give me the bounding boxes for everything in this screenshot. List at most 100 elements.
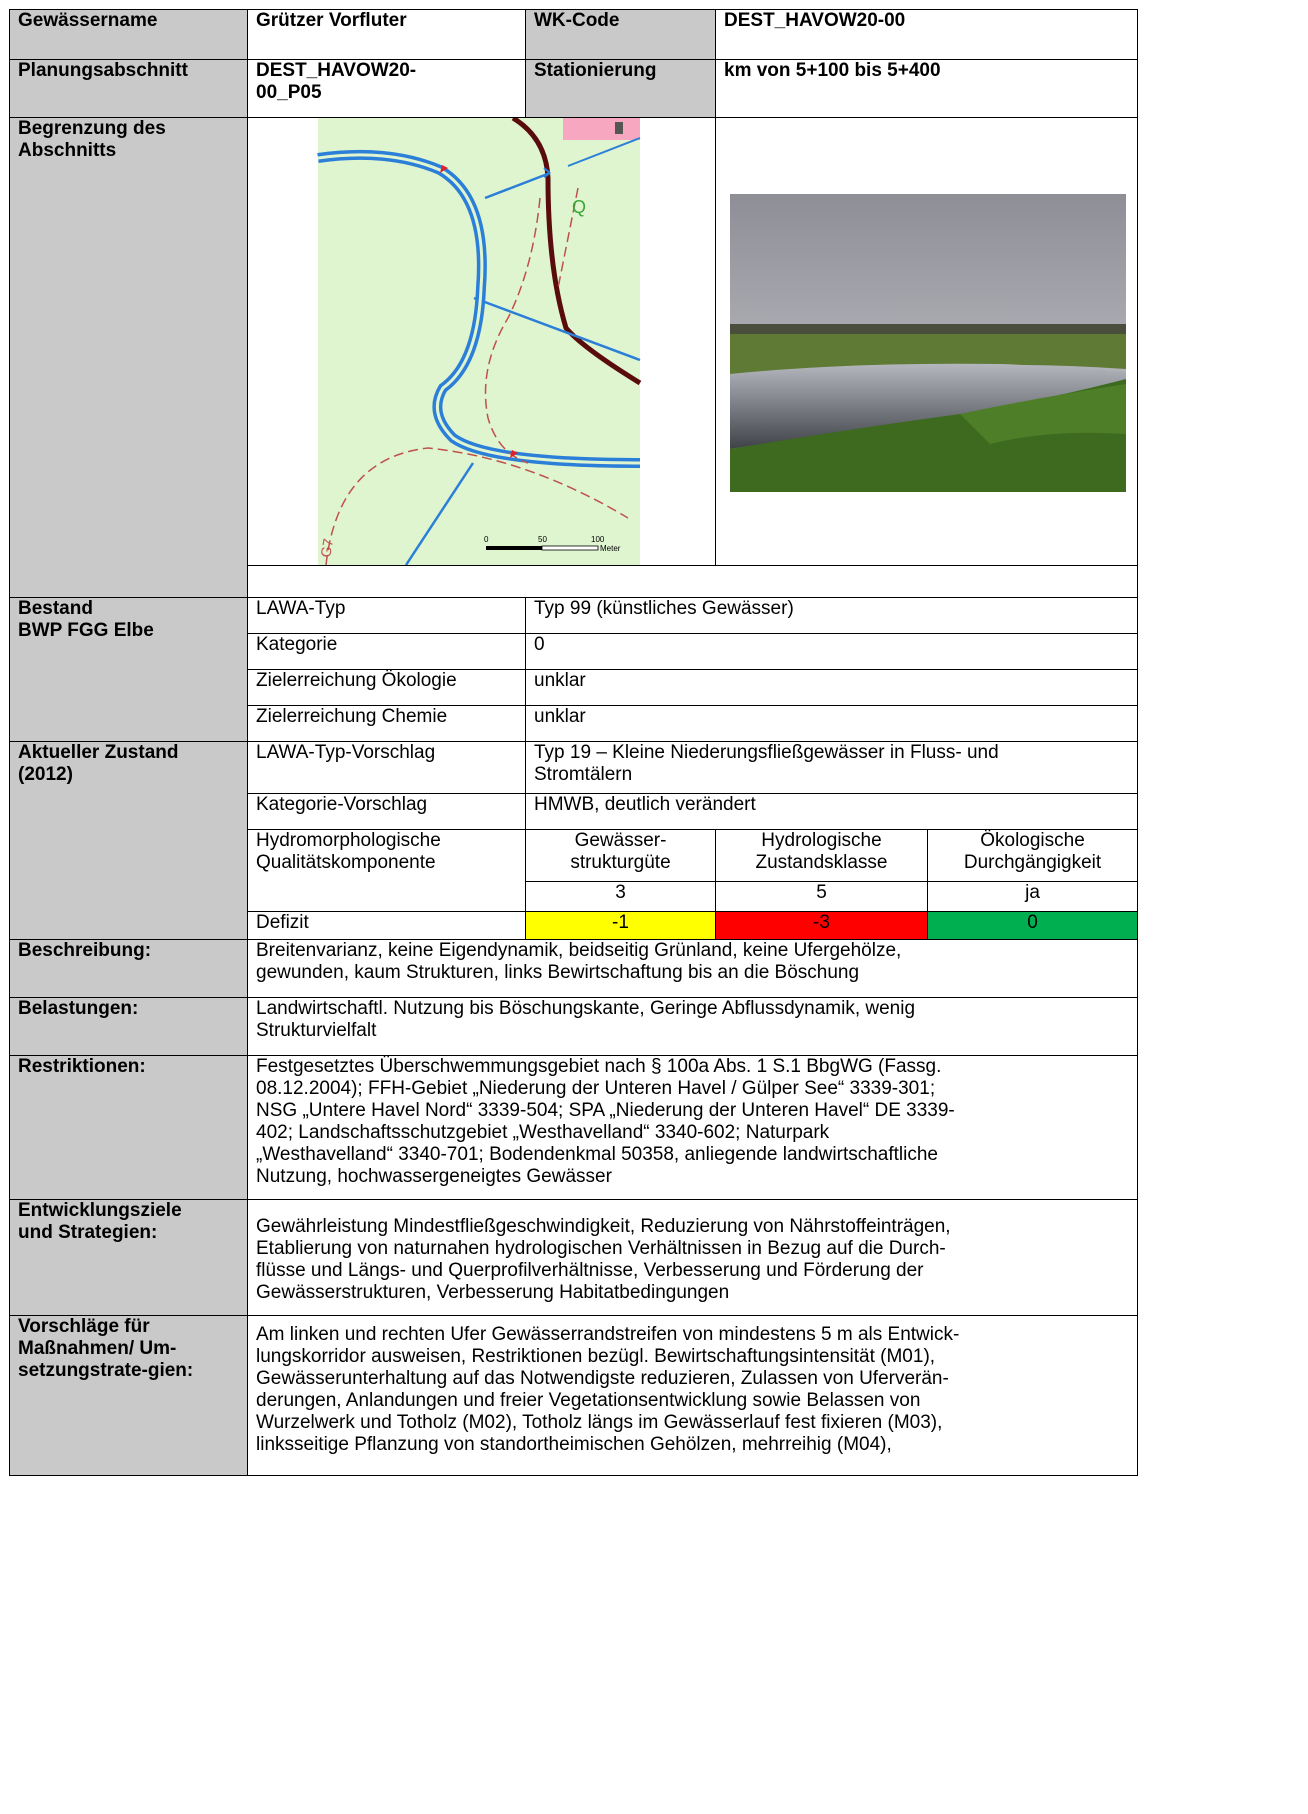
row-zustand-defizit: Defizit -1 -3 0 [10,911,1139,940]
hydro-value-hydrologie: 5 [715,881,928,912]
hydro-col-head-struktur-line-1: Gewässer- [574,830,667,851]
map-label-left: G7 [317,537,336,558]
scale-label-50: 50 [538,535,547,544]
map-marker-end-icon [510,450,518,458]
vorschlaege-label-line-1: Vorschläge für [18,1316,150,1337]
hydro-col-head-hydrologie-line-2: Zustandsklasse [755,852,888,873]
map-ditch-3 [473,296,641,362]
planungsabschnitt-line-1: DEST_HAVOW20- [256,60,417,81]
vorschlaege-label: Vorschläge für Maßnahmen/ Um- setzungstr… [9,1315,248,1476]
gewaessername-label: Gewässername [9,9,248,60]
gewaessername-value: Grützer Vorfluter [247,9,526,60]
photo-water [730,363,1126,449]
defizit-struktur: -1 [525,911,716,940]
belastungen-line-1: Landwirtschaftl. Nutzung bis Böschungska… [256,998,916,1019]
map-path-1 [484,197,541,464]
map-caption-cell [246,565,1139,598]
vorschlaege-line-1: Am linken und rechten Ufer Gewässerrands… [256,1324,960,1345]
bestand-label-line-1: Bestand [18,598,93,619]
stationierung-value: km von 5+100 bis 5+400 [714,59,1139,118]
restriktionen-line-5: „Westhavelland“ 3340-701; Bodendenkmal 5… [256,1144,938,1165]
planungsabschnitt-line-2: 00_P05 [256,82,322,103]
photo-grass-tufts [960,384,1126,444]
row-entwicklung: Entwicklungsziele und Strategien: Gewähr… [9,1199,1139,1316]
restriktionen-line-2: 08.12.2004); FFH-Gebiet „Niederung der U… [256,1078,936,1099]
vorschlaege-label-line-2: Maßnahmen/ Um- [18,1338,177,1359]
bestand-key-chemie: Zielerreichung Chemie [247,705,526,742]
assessment-sheet: Gewässername Grützer Vorfluter WK-Code D… [9,9,1139,1476]
map-cell: Q G7 0 50 100 Meter [247,117,716,566]
entwicklung-text: Gewährleistung Mindestfließgeschwindigke… [246,1199,1139,1316]
vorschlaege-line-3: Gewässerunterhaltung auf das Notwendigst… [256,1368,949,1389]
belastungen-label: Belastungen: [9,997,248,1056]
wk-code-label: WK-Code [525,9,716,60]
wk-code-value: DEST_HAVOW20-00 [714,9,1139,60]
row-zustand-hydro-values: 3 5 ja [10,881,1139,912]
map-background [318,118,640,565]
vorschlaege-text: Am linken und rechten Ufer Gewässerrands… [246,1315,1139,1476]
entwicklung-line-1: Gewährleistung Mindestfließgeschwindigke… [256,1216,951,1237]
scale-label-100: 100 [591,535,605,544]
beschreibung-line-2: gewunden, kaum Strukturen, links Bewirts… [256,962,860,983]
beschreibung-label: Beschreibung: [9,939,248,998]
restriktionen-text: Festgesetztes Überschwemmungsgebiet nach… [246,1055,1139,1200]
belastungen-line-2: Strukturvielfalt [256,1020,377,1041]
map-ditch-2 [567,137,641,167]
vorschlaege-line-2: lungskorridor ausweisen, Restriktionen b… [256,1346,936,1367]
hydro-col-head-durchgaengigkeit: Ökologische Durchgängigkeit [926,829,1139,882]
vorschlaege-line-5: Wurzelwerk und Totholz (M02), Totholz lä… [256,1412,943,1433]
row-zustand-hydro-head: Hydromorphologische Qualitätskomponente … [10,829,1139,912]
row-gewaessername: Gewässername Grützer Vorfluter WK-Code D… [9,9,1139,60]
bestand-key-lawa: LAWA-Typ [247,597,526,634]
zustand-value-lawa-line-2: Stromtälern [534,764,633,785]
map-marker-start-icon [440,165,448,173]
hydro-value-struktur: 3 [525,881,716,912]
map-path-2 [557,187,579,289]
vorschlaege-label-line-3: setzungstrate-gien: [18,1360,194,1381]
restriktionen-line-3: NSG „Untere Havel Nord“ 3339-504; SPA „N… [256,1100,955,1121]
zustand-key-hydro-line-2: Qualitätskomponente [256,852,436,873]
bestand-key-oekologie: Zielerreichung Ökologie [247,669,526,706]
zustand-key-lawa: LAWA-Typ-Vorschlag [247,741,526,794]
stationierung-label: Stationierung [525,59,716,118]
site-photo [730,194,1126,492]
zustand-value-kategorie: HMWB, deutlich verändert [524,793,1139,830]
hydro-col-head-struktur: Gewässer- strukturgüte [525,829,716,882]
map-building-mark [615,122,623,134]
hydro-col-head-struktur-line-2: strukturgüte [570,852,671,873]
row-planungsabschnitt: Planungsabschnitt DEST_HAVOW20- 00_P05 S… [9,59,1139,118]
begrenzung-label-line-2: Abschnitts [18,140,117,161]
map-road [511,118,642,386]
begrenzung-label: Begrenzung des Abschnitts [9,117,248,598]
zustand-label-line-1: Aktueller Zustand [18,742,179,763]
begrenzung-label-line-1: Begrenzung des [18,118,166,139]
defizit-key: Defizit [247,911,526,940]
beschreibung-line-1: Breitenvarianz, keine Eigendynamik, beid… [256,940,902,961]
map-building [563,118,640,140]
planungsabschnitt-label: Planungsabschnitt [9,59,248,118]
scale-label-unit: Meter [600,544,621,553]
row-map-caption [10,565,1139,598]
hydro-col-head-durchgaengigkeit-line-2: Durchgängigkeit [963,852,1102,873]
row-bestand-3: Zielerreichung Ökologie unklar [10,669,1139,706]
row-beschreibung: Beschreibung: Breitenvarianz, keine Eige… [9,939,1139,998]
hydro-col-head-hydrologie-line-1: Hydrologische [761,830,882,851]
entwicklung-label: Entwicklungsziele und Strategien: [9,1199,248,1316]
map-ditch-4 [404,462,475,565]
vorschlaege-line-4: derungen, Anlandungen und freier Vegetat… [256,1390,921,1411]
bestand-label-line-2: BWP FGG Elbe [18,620,154,641]
row-begrenzung: Begrenzung des Abschnitts [9,117,1139,598]
zustand-label-line-2: (2012) [18,764,73,785]
bestand-value-chemie: unklar [524,705,1139,742]
map-river-inner [317,153,641,465]
section-map: Q G7 0 50 100 Meter [317,118,642,565]
bestand-value-oekologie: unklar [524,669,1139,706]
entwicklung-label-line-1: Entwicklungsziele [18,1200,182,1221]
bestand-value-lawa: Typ 99 (künstliches Gewässer) [524,597,1139,634]
bestand-key-kategorie: Kategorie [247,633,526,670]
scale-label-0: 0 [484,535,489,544]
defizit-durchgaengigkeit: 0 [926,911,1139,940]
entwicklung-label-line-2: und Strategien: [18,1222,158,1243]
hydro-col-head-durchgaengigkeit-line-1: Ökologische [980,830,1085,851]
zustand-label: Aktueller Zustand (2012) [9,741,248,940]
